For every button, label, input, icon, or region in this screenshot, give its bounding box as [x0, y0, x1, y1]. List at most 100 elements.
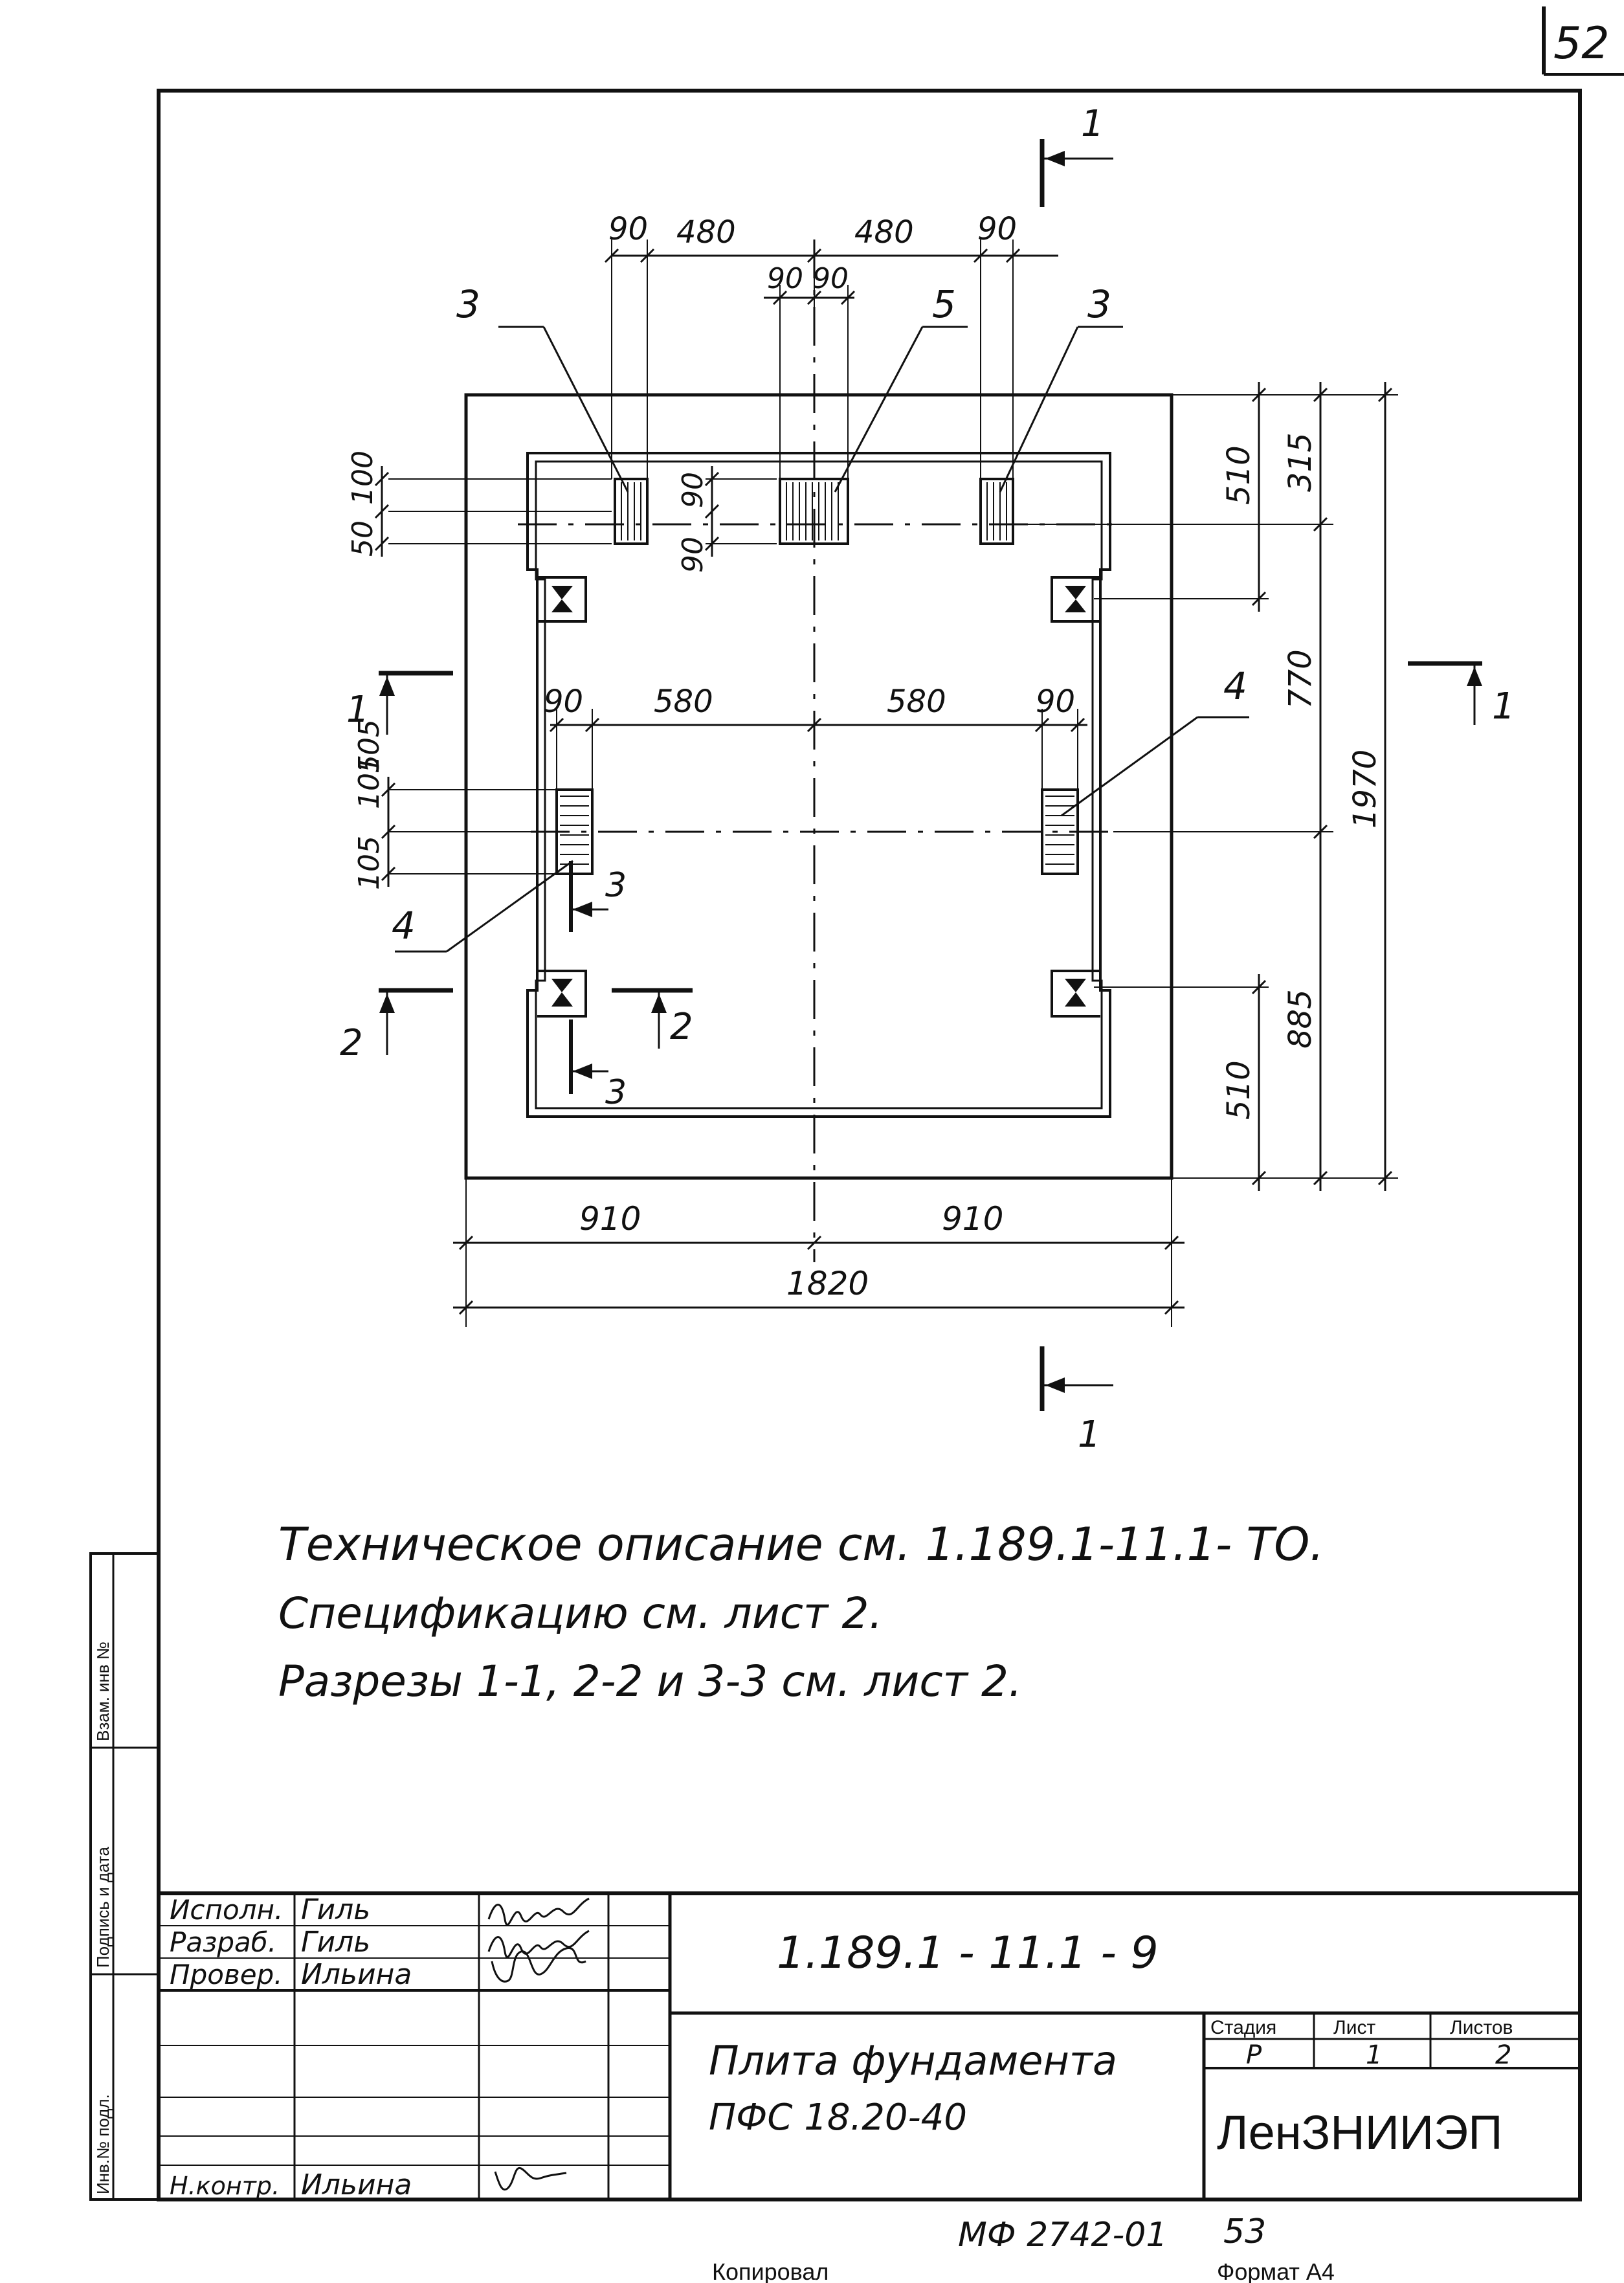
document-code: 1.189.1 - 11.1 - 9 [777, 1928, 1159, 1979]
section-3-3-lower: 3 [569, 1019, 627, 1112]
section-1-1-bottom: 1 [1040, 1346, 1113, 1456]
name-norm-control: Ильина [301, 2168, 412, 2201]
section-1-1-left: 1 [346, 671, 453, 735]
role-developer: Разраб. [170, 1926, 276, 1958]
role-checker: Провер. [170, 1959, 283, 1990]
name-developer: Гиль [301, 1926, 370, 1959]
signature-norm-control [494, 2166, 567, 2190]
dim-top: 90 [608, 211, 648, 247]
dim-left: 90 [676, 472, 709, 508]
page-number-box: 52 [1542, 6, 1624, 76]
dim-middle: 580 [887, 684, 946, 720]
section-1-1-top: 1 [1040, 103, 1113, 207]
dim-left: 105 [353, 755, 386, 809]
notes: Техническое описание см. 1.189.1-11.1- Т… [278, 1518, 1324, 1706]
dimension-lines-middle [549, 709, 1087, 790]
page-number: 52 [1553, 18, 1610, 69]
dim-top: 480 [854, 214, 914, 251]
title-line2: ПФС 18.20-40 [709, 2097, 967, 2139]
organization: ЛенЗНИИЭП [1217, 2106, 1502, 2159]
sheets-header: Листов [1450, 2017, 1513, 2038]
section-3-3-upper: 3 [569, 861, 627, 932]
plan-view: 1 1 1 1 2 2 [340, 103, 1515, 1456]
drawing-frame [157, 89, 1582, 2201]
archive-code: МФ 2742-01 [958, 2216, 1167, 2255]
signature-executor [487, 1897, 590, 1926]
side-stamp: Взам. инв № Подпись и дата Инв.№ подл. [89, 1552, 160, 2201]
dim-right: 315 [1282, 432, 1318, 492]
dim-top: 90 [812, 262, 849, 295]
dim-left: 100 [346, 451, 379, 505]
dim-middle: 90 [1036, 684, 1075, 720]
section-label: 2 [670, 1006, 693, 1048]
part-label: 3 [1087, 282, 1111, 326]
dim-right: 1970 [1347, 750, 1383, 829]
dim-left: 90 [676, 537, 709, 573]
section-2-2-left: 2 [340, 988, 453, 1064]
dim-right: 770 [1282, 649, 1318, 709]
dim-middle: 90 [544, 684, 583, 720]
section-label: 1 [346, 689, 370, 731]
slab-outline [464, 393, 1174, 1180]
dim-right: 510 [1221, 445, 1257, 505]
name-executor: Гиль [301, 1893, 370, 1926]
title-block: Исполн. Разраб. Провер. Н.контр. Гиль Ги… [159, 1891, 1580, 2201]
dim-middle: 580 [654, 684, 713, 720]
signature-checker [491, 1947, 586, 1983]
name-checker: Ильина [301, 1958, 412, 1991]
dim-top: 90 [767, 262, 803, 295]
title-line1: Плита фундамента [709, 2037, 1117, 2084]
sheets-value: 2 [1495, 2040, 1511, 2070]
dim-top: 480 [676, 214, 736, 251]
section-label: 3 [605, 866, 627, 905]
lifting-loop-bl [537, 970, 587, 1018]
lifting-loop-br [1051, 970, 1100, 1018]
stage-value: Р [1246, 2040, 1262, 2070]
dim-bottom: 1820 [786, 1265, 869, 1302]
lifting-loop-tl [537, 576, 587, 623]
dim-bottom: 910 [579, 1200, 641, 1238]
dimension-lines-right [1023, 382, 1398, 1191]
role-executor: Исполн. [170, 1894, 283, 1926]
footer: МФ 2742-01 53 Копировал Формат А4 [712, 2212, 1335, 2283]
dimension-lines-left [374, 466, 777, 887]
section-label: 1 [1492, 685, 1515, 728]
archive-sheet: 53 [1223, 2212, 1266, 2251]
recess-outline [526, 452, 1111, 1118]
stamp-signature-date: Подпись и дата [93, 1846, 113, 1968]
role-norm-control: Н.контр. [170, 2172, 280, 2200]
part-label: 3 [456, 282, 480, 326]
dim-left: 50 [346, 520, 379, 557]
part-label: 4 [392, 904, 416, 948]
copied-label: Копировал [712, 2258, 829, 2283]
dim-left: 105 [353, 719, 386, 774]
dim-top: 90 [977, 211, 1017, 247]
format-label: Формат А4 [1217, 2258, 1335, 2283]
section-label: 1 [1078, 1414, 1101, 1456]
dimension-lines-top [604, 239, 1058, 479]
embedded-part-3-left [614, 478, 649, 545]
dim-left: 105 [353, 836, 386, 890]
part-label: 4 [1223, 664, 1247, 708]
dim-bottom: 910 [942, 1200, 1003, 1238]
section-2-2-right: 2 [612, 988, 693, 1049]
section-label: 1 [1081, 103, 1104, 145]
dimension-lines-bottom [453, 1178, 1185, 1327]
sheet-header: Лист [1333, 2017, 1375, 2038]
section-1-1-right: 1 [1408, 661, 1515, 728]
dim-right: 885 [1282, 989, 1318, 1049]
section-label: 3 [605, 1073, 627, 1112]
stamp-replace-inv: Взам. инв № [93, 1642, 113, 1741]
part-label: 5 [932, 282, 956, 326]
sheet-value: 1 [1366, 2040, 1382, 2070]
stage-header: Стадия [1210, 2017, 1276, 2038]
stamp-original-inv: Инв.№ подл. [93, 2094, 113, 2194]
section-label: 2 [340, 1022, 363, 1064]
embedded-part-3-right [979, 478, 1014, 545]
part-leaders [395, 326, 1249, 953]
note-line: Спецификацию см. лист 2. [278, 1588, 882, 1638]
note-line: Техническое описание см. 1.189.1-11.1- Т… [278, 1518, 1324, 1571]
dim-right: 510 [1221, 1060, 1257, 1120]
lifting-loop-tr [1051, 576, 1100, 623]
